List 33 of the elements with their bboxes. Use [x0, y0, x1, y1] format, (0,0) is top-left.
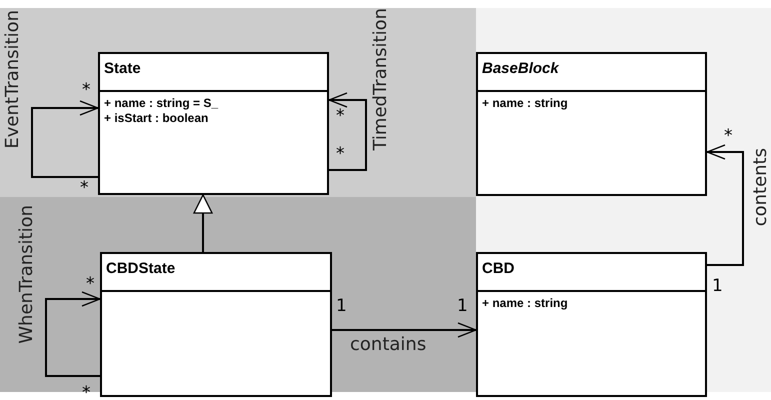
multiplicity-label: 1: [712, 278, 723, 295]
class-box: [476, 252, 707, 397]
multiplicity-label: *: [82, 82, 90, 99]
class-name: State: [104, 60, 141, 77]
edge-label: contents: [752, 148, 770, 226]
multiplicity-label: *: [724, 128, 732, 145]
edge-label: WhenTransition: [18, 205, 36, 344]
multiplicity-label: *: [82, 385, 90, 400]
class-box: [98, 52, 329, 195]
generalization-arrow: [193, 194, 213, 252]
class-box: [100, 252, 332, 397]
association-arrow: [332, 322, 477, 338]
association-arrow: [328, 92, 367, 171]
association-arrow: [31, 100, 99, 178]
attribute-text: + name : string = S_: [104, 96, 218, 110]
edge-label: TimedTransition: [372, 8, 390, 151]
class-name: BaseBlock: [482, 60, 559, 77]
attribute-text: + name : string: [482, 96, 568, 110]
multiplicity-label: *: [86, 276, 94, 293]
association-arrow: [45, 291, 101, 377]
multiplicity-label: 1: [457, 298, 468, 315]
multiplicity-label: 1: [336, 298, 347, 315]
class-name: CBD: [482, 260, 514, 277]
attribute-text: + name : string: [482, 296, 568, 310]
multiplicity-label: *: [336, 146, 344, 163]
association-arrow: [706, 144, 744, 266]
multiplicity-label: *: [336, 108, 344, 125]
edge-label: contains: [350, 336, 426, 354]
class-box: [476, 52, 707, 196]
multiplicity-label: *: [80, 180, 88, 197]
edge-label: EventTransition: [4, 10, 22, 149]
class-name: CBDState: [106, 260, 176, 277]
attribute-text: + isStart : boolean: [104, 111, 208, 125]
